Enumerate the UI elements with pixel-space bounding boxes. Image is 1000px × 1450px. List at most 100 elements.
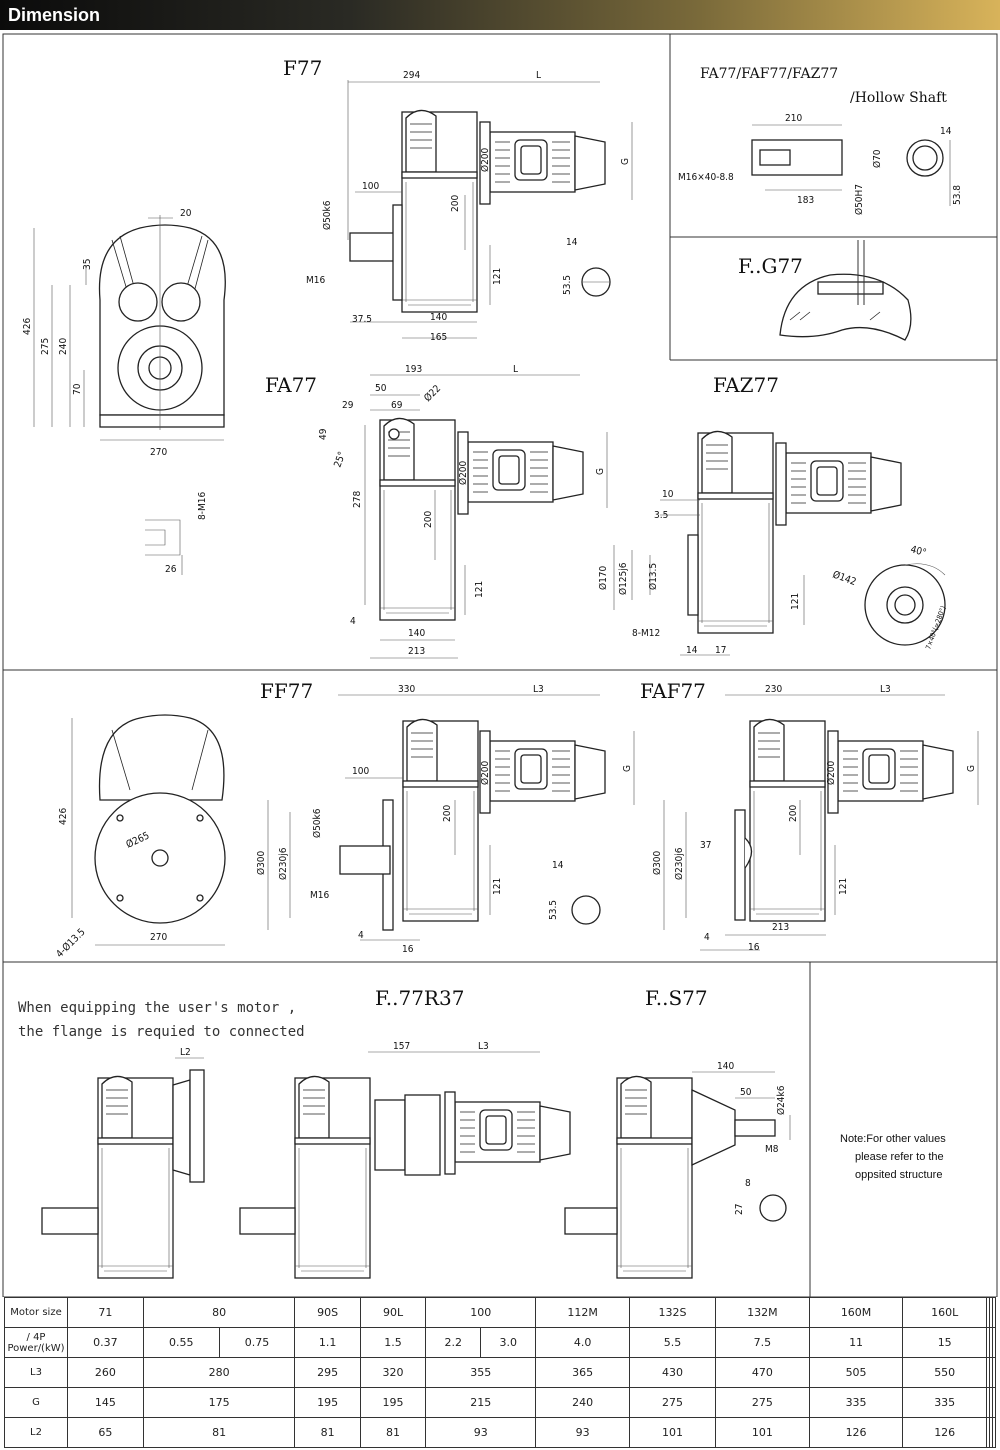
dim-front-426: 426 bbox=[22, 318, 33, 335]
table-cell: 145 bbox=[67, 1387, 144, 1418]
note-block: Note:For other values please refer to th… bbox=[840, 1133, 946, 1181]
ff77-front-view: 426 Ø265 270 4-Ø13.5 bbox=[54, 714, 226, 960]
title-fa77: FA77 bbox=[265, 373, 317, 397]
dim-faz77-40deg: 40° bbox=[909, 544, 927, 559]
dim-hollow-210: 210 bbox=[785, 113, 802, 124]
dim-f77-14: 14 bbox=[566, 237, 578, 248]
user-motor-line1: When equipping the user's motor , bbox=[18, 1000, 296, 1016]
table-cell: 126 bbox=[808, 1417, 904, 1448]
dim-faz77-14: 14 bbox=[686, 645, 698, 656]
dim-f77-294: 294 bbox=[403, 70, 420, 81]
table-cell: 100 bbox=[425, 1297, 537, 1328]
dim-f77-d200: Ø200 bbox=[479, 147, 491, 172]
dim-fa77-121: 121 bbox=[474, 581, 485, 598]
dim-hollow-14: 14 bbox=[940, 126, 952, 137]
dim-ff77-L3: L3 bbox=[533, 684, 544, 695]
dim-faf77-d300: Ø300 bbox=[651, 850, 663, 875]
title-f77: F77 bbox=[283, 56, 322, 80]
table-cell: 175 bbox=[142, 1387, 296, 1418]
row-label-g: G bbox=[4, 1387, 68, 1418]
table-cell: 260 bbox=[67, 1357, 144, 1388]
dim-ff77-d200: Ø200 bbox=[479, 760, 491, 785]
title-ff77: FF77 bbox=[260, 679, 313, 703]
frame bbox=[2, 33, 998, 1297]
dim-hollow-183: 183 bbox=[797, 195, 814, 206]
dim-ff77-53-5: 53.5 bbox=[548, 900, 559, 920]
table-cell: 0.75 bbox=[218, 1327, 296, 1358]
dim-s77-m8: M8 bbox=[765, 1144, 779, 1155]
dim-s77-140: 140 bbox=[717, 1061, 734, 1072]
dim-ff77-d50k6: Ø50k6 bbox=[311, 808, 323, 838]
table-cell bbox=[991, 1297, 997, 1328]
dim-fa77-d200: Ø200 bbox=[457, 460, 469, 485]
dim-ff77-d230j6: Ø230j6 bbox=[277, 847, 289, 880]
table-cell: 335 bbox=[808, 1387, 904, 1418]
dim-f77-121: 121 bbox=[492, 268, 503, 285]
dim-front-26: 26 bbox=[165, 564, 177, 575]
table-cell: 295 bbox=[294, 1357, 361, 1388]
table-cell: 93 bbox=[425, 1417, 537, 1448]
user-motor-view: When equipping the user's motor , the fl… bbox=[18, 1000, 305, 1279]
dim-front-270: 270 bbox=[150, 447, 167, 458]
dim-ff77-330: 330 bbox=[398, 684, 415, 695]
dim-front-240: 240 bbox=[58, 338, 69, 355]
row-label-l2: L2 bbox=[4, 1417, 68, 1448]
dim-ff77-100: 100 bbox=[352, 766, 369, 777]
table-cell: 112M bbox=[535, 1297, 630, 1328]
table-cell: 90S bbox=[294, 1297, 361, 1328]
table-cell: 430 bbox=[628, 1357, 717, 1388]
dim-faz77-d142: Ø142 bbox=[831, 569, 858, 589]
dim-fa77-G: G bbox=[595, 468, 606, 475]
dim-fa77-200: 200 bbox=[423, 511, 434, 528]
dim-faf77-d200: Ø200 bbox=[825, 760, 837, 785]
title-faz77: FAZ77 bbox=[713, 373, 779, 397]
faf77-view: FAF77 230 L3 Ø200 G 200 Ø300 Ø230j6 37 1… bbox=[640, 679, 979, 953]
dim-front-275: 275 bbox=[40, 338, 51, 355]
dim-fa77-49: 49 bbox=[318, 428, 329, 440]
table-cell: 275 bbox=[715, 1387, 810, 1418]
dim-fa77-140: 140 bbox=[408, 628, 425, 639]
table-cell: 93 bbox=[535, 1417, 630, 1448]
table-cell: 470 bbox=[715, 1357, 810, 1388]
dim-s77-8: 8 bbox=[745, 1178, 751, 1189]
table-cell: 5.5 bbox=[628, 1327, 717, 1358]
table-cell: 81 bbox=[294, 1417, 361, 1448]
dim-fa77-4: 4 bbox=[350, 616, 356, 627]
dim-f77-100: 100 bbox=[362, 181, 379, 192]
table-cell: 101 bbox=[628, 1417, 717, 1448]
table-cell: 90L bbox=[359, 1297, 427, 1328]
table-cell: 365 bbox=[535, 1357, 630, 1388]
dim-faf77-G: G bbox=[966, 765, 977, 772]
dim-ff77-d300: Ø300 bbox=[255, 850, 267, 875]
table-cell: 132S bbox=[628, 1297, 717, 1328]
dim-s77-d24k6: Ø24k6 bbox=[775, 1085, 787, 1115]
title-hollow: FA77/FAF77/FAZ77 bbox=[700, 66, 838, 82]
row-label-motor-size: Motor size bbox=[4, 1297, 68, 1328]
dim-ff77-front-426: 426 bbox=[58, 808, 69, 825]
dim-f77-d50k6: Ø50k6 bbox=[321, 200, 333, 230]
table-cell: 195 bbox=[359, 1387, 427, 1418]
table-row: Motor size 71 80 90S 90L 100 112M 132S 1… bbox=[4, 1297, 997, 1328]
dim-faf77-200: 200 bbox=[788, 805, 799, 822]
dim-r37-157: 157 bbox=[393, 1041, 410, 1052]
table-cell: 71 bbox=[67, 1297, 144, 1328]
table-cell: 1.5 bbox=[359, 1327, 427, 1358]
table-cell: 275 bbox=[628, 1387, 717, 1418]
table-cell: 335 bbox=[902, 1387, 987, 1418]
table-row: L2 65 81 81 81 93 93 101 101 126 126 bbox=[4, 1417, 997, 1448]
dim-faf77-d230j6: Ø230j6 bbox=[673, 847, 685, 880]
dim-ff77-front-270: 270 bbox=[150, 932, 167, 943]
table-row: G 145 175 195 195 215 240 275 275 335 33… bbox=[4, 1387, 997, 1418]
table-cell: 550 bbox=[902, 1357, 987, 1388]
dim-fa77-69: 69 bbox=[391, 400, 403, 411]
row-label-power: / 4P Power/(kW) bbox=[4, 1327, 68, 1358]
dim-ff77-16: 16 bbox=[402, 944, 414, 955]
dim-front-20: 20 bbox=[180, 208, 192, 219]
dim-faz77-d125j6: Ø125j6 bbox=[617, 562, 629, 595]
note-line3: oppsited structure bbox=[855, 1169, 942, 1181]
dim-hollow-d50h7: Ø50H7 bbox=[853, 184, 865, 215]
table-row: / 4P Power/(kW) 0.37 0.55 0.75 1.1 1.5 2… bbox=[4, 1327, 997, 1358]
dim-faz77-d170: Ø170 bbox=[597, 565, 609, 590]
table-cell: 215 bbox=[425, 1387, 537, 1418]
table-cell: 80 bbox=[142, 1297, 296, 1328]
